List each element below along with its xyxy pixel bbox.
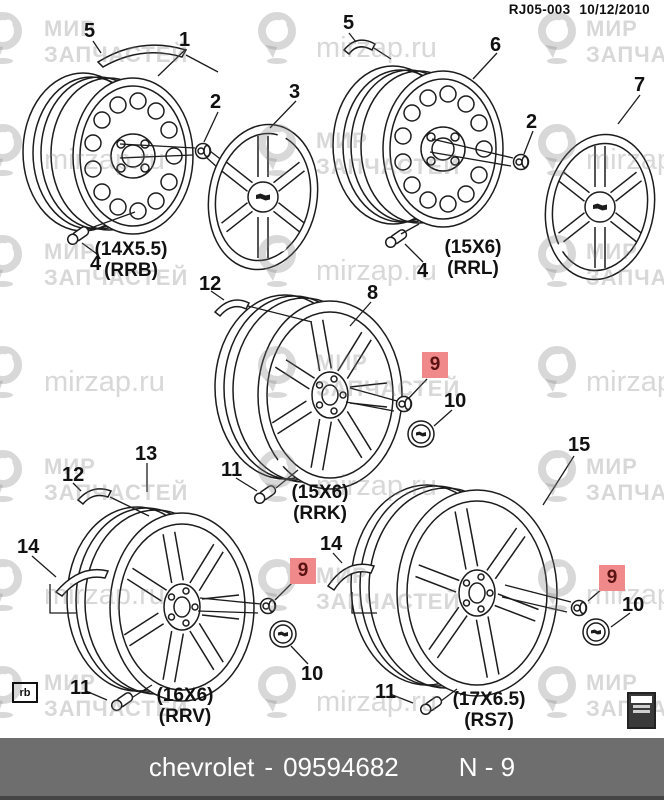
wheel-label-rrl: (15X6)(RRL) bbox=[444, 237, 502, 279]
callout-8: 8 bbox=[367, 282, 379, 304]
wheel-alloy-15x6-rrk bbox=[214, 294, 403, 490]
hubcap-rrb bbox=[196, 114, 330, 280]
callout-14: 14 bbox=[17, 536, 40, 558]
page-header: RJ05-003 10/12/2010 bbox=[509, 2, 650, 17]
hubcap-rrl bbox=[533, 124, 664, 290]
doc-code: RJ05-003 bbox=[508, 2, 571, 17]
callout-14: 14 bbox=[320, 533, 343, 555]
wheel-label-rrk: (15X6)(RRK) bbox=[291, 482, 349, 524]
footer-separator: - bbox=[264, 751, 274, 782]
leader-lines bbox=[31, 32, 641, 704]
callout-2: 2 bbox=[526, 111, 538, 133]
footer-bar: chevrolet - 09594682 N - 9 bbox=[0, 738, 664, 796]
wheel-label-rrv: (16X6)(RRV) bbox=[156, 685, 214, 727]
wheel-label-rs7: (17X6.5)(RS7) bbox=[452, 689, 526, 731]
rb-tag: rb bbox=[12, 682, 38, 703]
wheel-steel-15x6 bbox=[332, 65, 514, 228]
callout-5: 5 bbox=[84, 20, 96, 42]
callout-11: 11 bbox=[375, 681, 397, 703]
callout-9-highlighted: 9 bbox=[290, 558, 316, 584]
parts-book-icon bbox=[627, 692, 656, 729]
callout-10: 10 bbox=[444, 390, 467, 412]
callout-4: 4 bbox=[417, 260, 429, 282]
book-icon-line bbox=[633, 710, 650, 713]
callout-12: 12 bbox=[199, 273, 222, 295]
callout-10: 10 bbox=[622, 594, 645, 616]
callout-11: 11 bbox=[70, 677, 92, 699]
callout-4: 4 bbox=[90, 253, 102, 275]
callout-11: 11 bbox=[221, 459, 243, 481]
callout-15: 15 bbox=[568, 434, 591, 456]
callout-10: 10 bbox=[301, 663, 324, 685]
callout-1: 1 bbox=[179, 29, 191, 51]
callout-5: 5 bbox=[343, 12, 355, 34]
balance-weights bbox=[49, 39, 377, 614]
callout-12: 12 bbox=[62, 464, 85, 486]
doc-date: 10/12/2010 bbox=[579, 2, 650, 17]
callout-9-highlighted: 9 bbox=[422, 352, 448, 378]
callout-2: 2 bbox=[210, 91, 222, 113]
callout-9-highlighted: 9 bbox=[599, 565, 625, 591]
callout-13: 13 bbox=[135, 443, 158, 465]
wheel-alloy-17x65-rs7 bbox=[350, 484, 572, 697]
callout-7: 7 bbox=[634, 74, 646, 96]
footer-edge bbox=[0, 796, 664, 800]
book-icon-bar bbox=[631, 696, 652, 703]
wheel-label-rrb: (14X5.5)(RRB) bbox=[94, 239, 168, 281]
book-icon-line bbox=[633, 705, 650, 708]
footer-part-number: 09594682 bbox=[283, 751, 399, 782]
footer-brand: chevrolet bbox=[148, 751, 255, 782]
footer-page-ref: N - 9 bbox=[458, 751, 516, 782]
callout-6: 6 bbox=[490, 34, 502, 56]
wheel-alloy-16x6-rrv bbox=[66, 506, 262, 702]
callout-3: 3 bbox=[289, 81, 301, 103]
